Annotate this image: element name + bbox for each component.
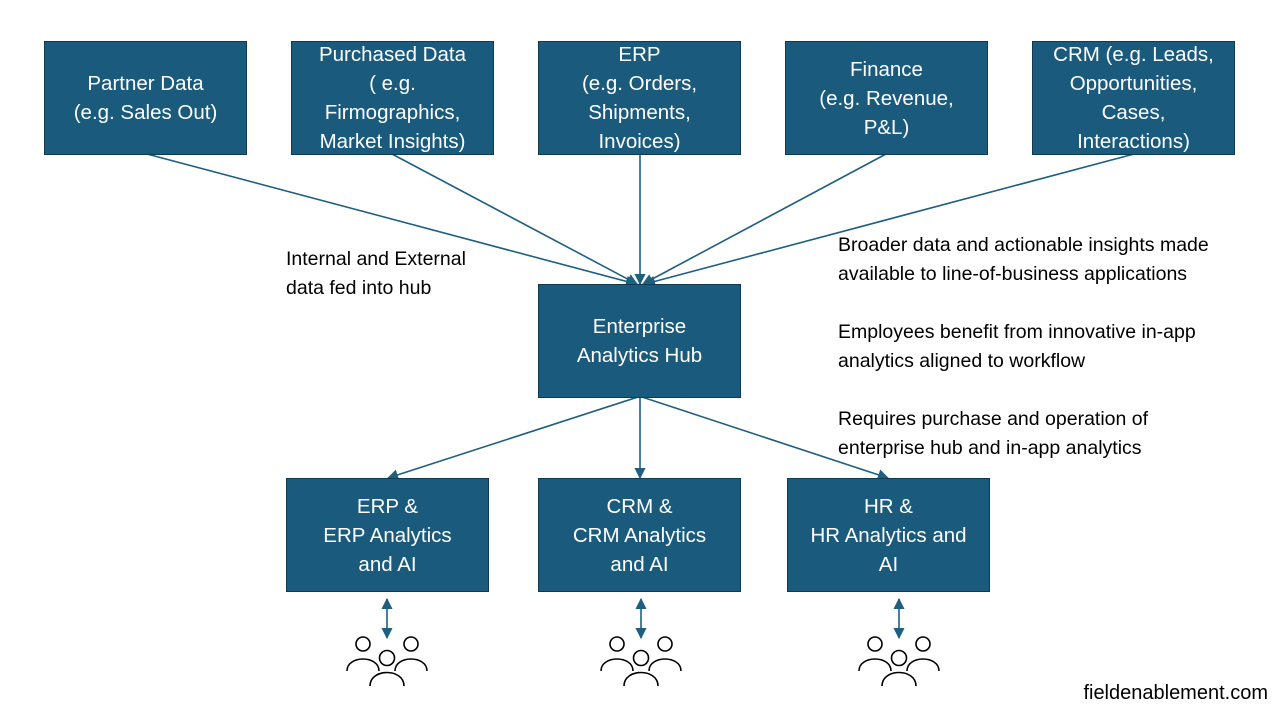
note-internal-external: Internal and External data fed into hub xyxy=(286,248,466,299)
note-broader-data: Broader data and actionable insights mad… xyxy=(838,234,1209,285)
app-erp-analytics: ERP & ERP Analytics and AI xyxy=(286,478,489,592)
note-employees-benefit: Employees benefit from innovative in-app… xyxy=(838,321,1196,372)
enterprise-analytics-hub: Enterprise Analytics Hub xyxy=(538,284,741,398)
arrow-hub-to-erp-app xyxy=(386,396,639,481)
arrow-hub-to-hr-app xyxy=(641,396,890,481)
app-crm-analytics: CRM & CRM Analytics and AI xyxy=(538,478,741,592)
arrow-purchased-to-hub xyxy=(391,153,638,285)
app-hr-analytics: HR & HR Analytics and AI xyxy=(787,478,990,592)
source-finance: Finance (e.g. Revenue, P&L) xyxy=(785,41,988,155)
source-crm: CRM (e.g. Leads, Opportunities, Cases, I… xyxy=(1032,41,1235,155)
source-erp: ERP (e.g. Orders, Shipments, Invoices) xyxy=(538,41,741,155)
people-group-icon xyxy=(346,636,428,686)
arrow-partner-to-hub xyxy=(146,153,638,287)
arrow-crm-to-hub xyxy=(643,153,1135,287)
footer-watermark: fieldenablement.com xyxy=(1083,682,1268,704)
people-group-icon xyxy=(600,636,682,686)
people-group-icon xyxy=(858,636,940,686)
note-requires-purchase: Requires purchase and operation of enter… xyxy=(838,408,1149,459)
arrow-finance-to-hub xyxy=(642,153,887,285)
source-purchased-data: Purchased Data ( e.g. Firmographics, Mar… xyxy=(291,41,494,155)
source-partner-data: Partner Data (e.g. Sales Out) xyxy=(44,41,247,155)
